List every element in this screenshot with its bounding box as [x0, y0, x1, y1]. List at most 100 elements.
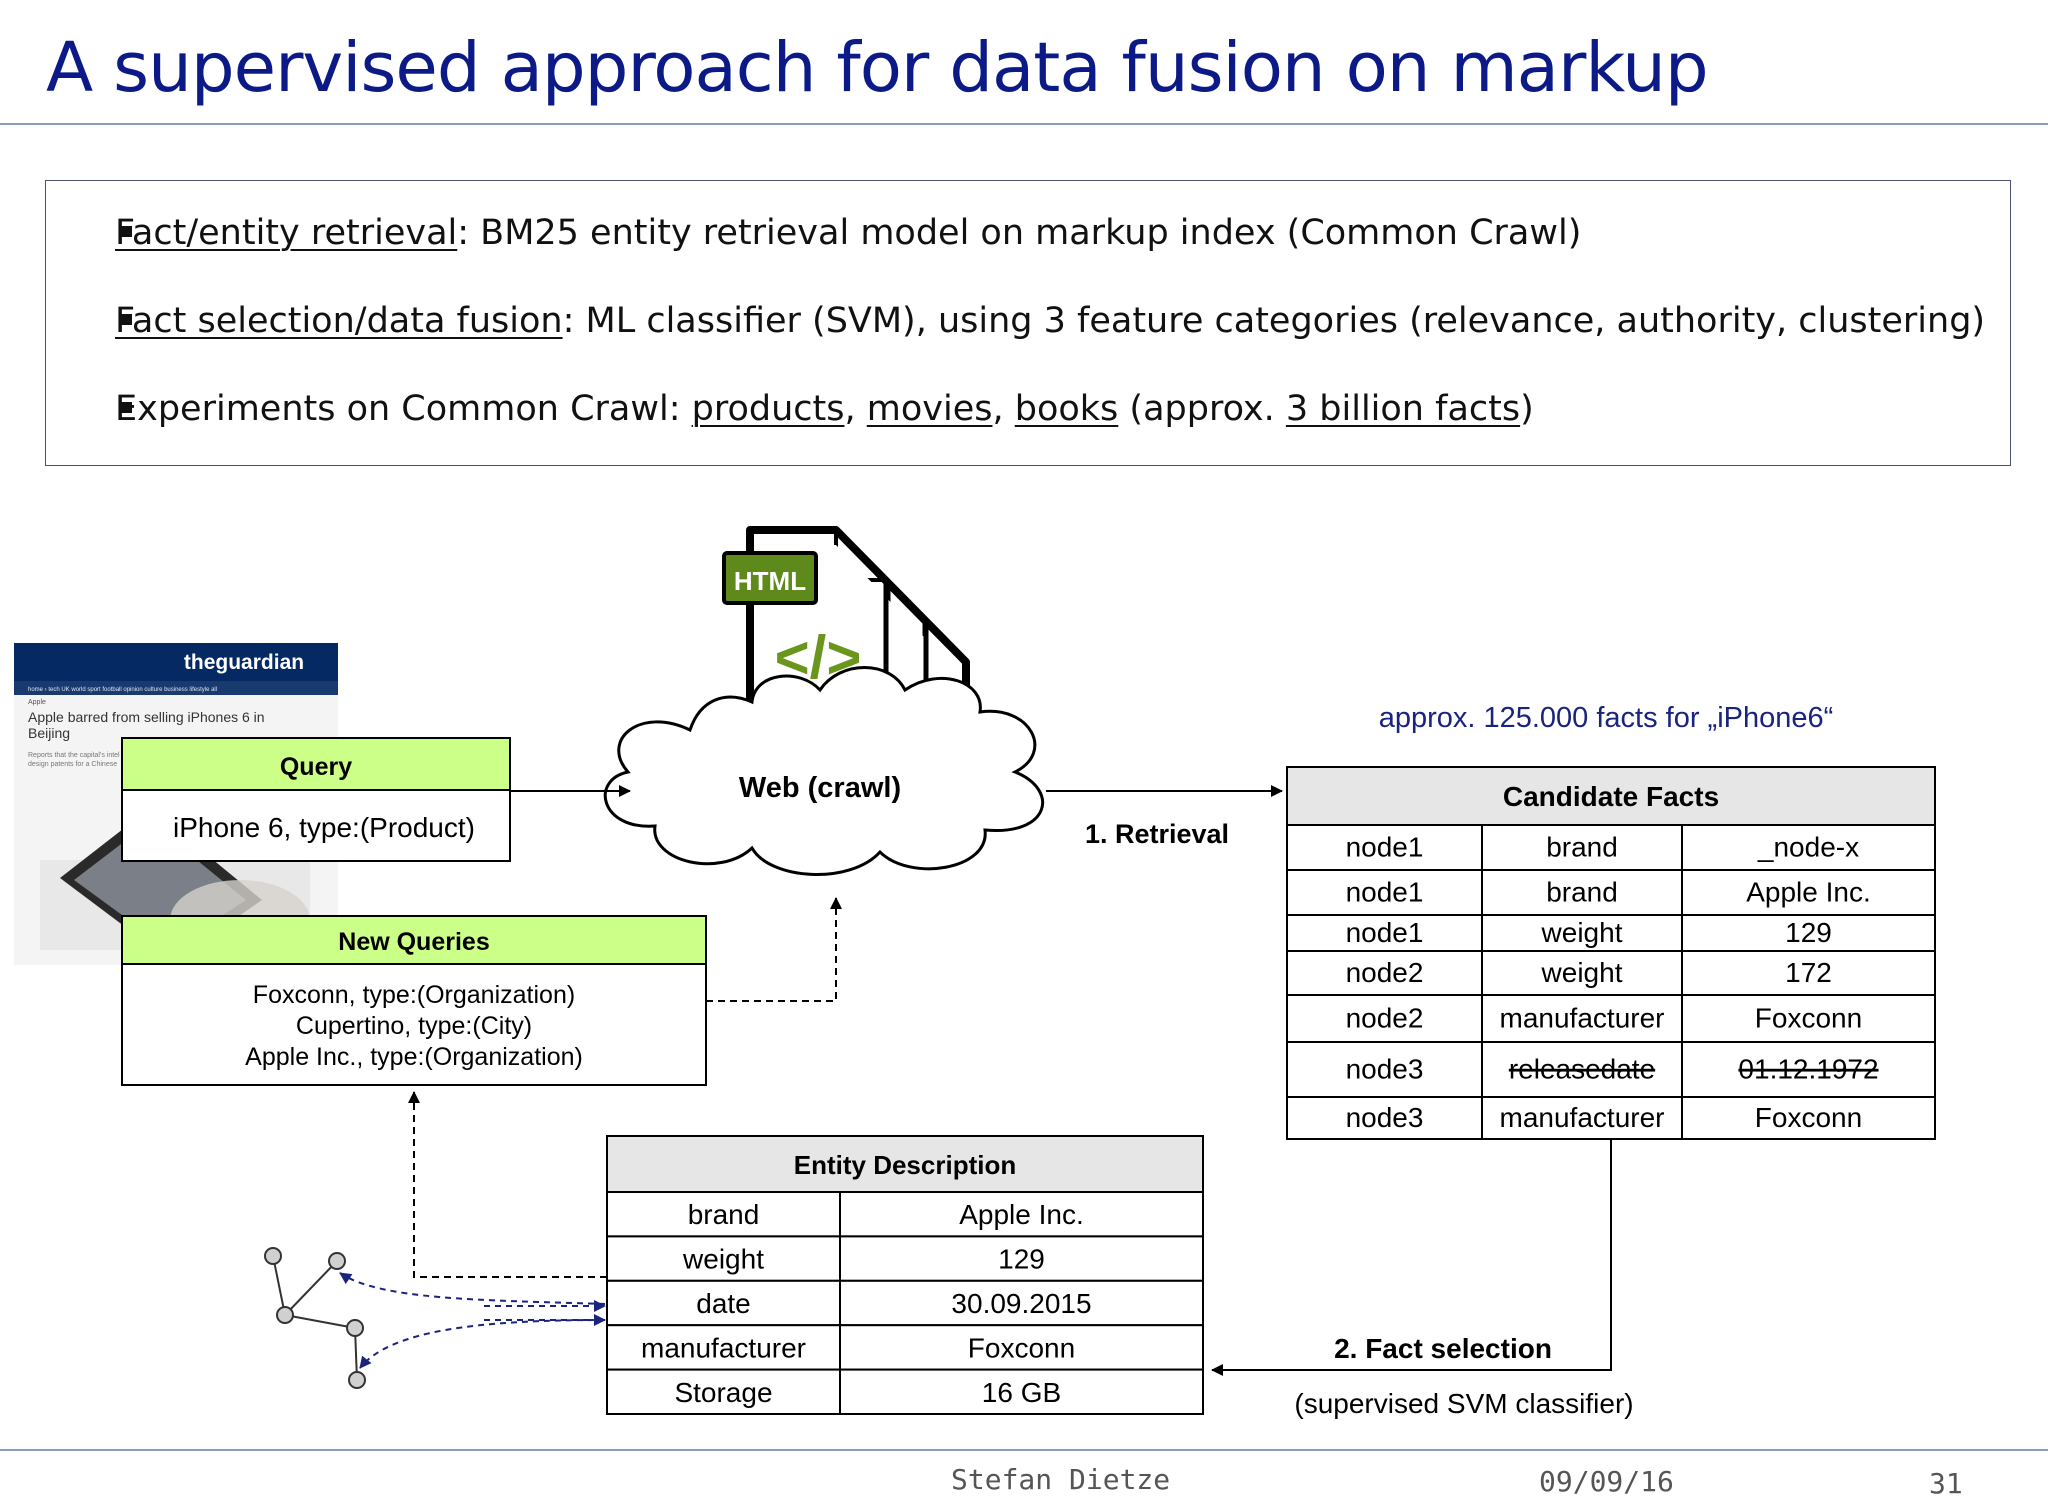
- row-bg: [1286, 1096, 1936, 1140]
- bullet-marker: [121, 226, 132, 237]
- bullet-term: Fact/entity retrieval: [115, 213, 458, 253]
- bullet-paren-close: ): [1520, 389, 1534, 429]
- footer-author: Stefan Dietze: [951, 1463, 1171, 1496]
- new-queries-box: New Queries Foxconn, type:(Organization)…: [121, 915, 707, 1086]
- link-books: books: [1014, 389, 1119, 429]
- row-bg: [1286, 950, 1936, 996]
- bullet-fusion: Fact selection/data fusion: ML classifie…: [115, 301, 1985, 341]
- fact-value: 129: [1785, 917, 1832, 948]
- fact-property: manufacturer: [1500, 1102, 1665, 1133]
- bullet-prefix: Experiments on Common Crawl:: [115, 389, 692, 429]
- retrieval-label: 1. Retrieval: [1085, 819, 1229, 849]
- entity-value: 30.09.2015: [951, 1288, 1091, 1319]
- fact-node: node3: [1346, 1054, 1424, 1085]
- fact-property: brand: [1546, 877, 1618, 908]
- entity-description-row: date 30.09.2015: [606, 1279, 1204, 1327]
- bullet-marker: [121, 314, 132, 325]
- entity-property: date: [696, 1288, 751, 1319]
- guardian-headline-1: Apple barred from selling iPhones 6 in: [28, 709, 265, 725]
- row-bg: [1286, 869, 1936, 916]
- entity-property: manufacturer: [641, 1332, 806, 1363]
- bullet-retrieval: Fact/entity retrieval: BM25 entity retri…: [115, 213, 1581, 253]
- entity-description-row: brand Apple Inc.: [606, 1191, 1204, 1238]
- slide-title: A supervised approach for data fusion on…: [46, 28, 1709, 108]
- row-bg: [1286, 994, 1936, 1043]
- entity-property: weight: [682, 1244, 764, 1275]
- entity-property: brand: [688, 1199, 760, 1230]
- entity-to-graph-link: [339, 1272, 606, 1305]
- web-crawl-cloud: Web (crawl): [603, 666, 1045, 876]
- footer-date: 09/09/16: [1539, 1465, 1674, 1498]
- query-header: Query: [280, 753, 352, 781]
- footer-divider: [0, 1449, 2048, 1451]
- cloud-label: Web (crawl): [739, 772, 901, 804]
- bullet-paren-open: (approx.: [1118, 389, 1286, 429]
- query-value: iPhone 6, type:(Product): [173, 812, 475, 843]
- facts-count-note: approx. 125.000 facts for „iPhone6“: [1379, 702, 1834, 734]
- bullet-marker: [121, 402, 132, 413]
- fact-node: node3: [1346, 1102, 1424, 1133]
- entity-description-table: Entity Description brand Apple Inc. weight…: [606, 1135, 1204, 1415]
- fact-node: node2: [1346, 957, 1424, 988]
- row-bg: [1286, 1041, 1936, 1098]
- bullet-text: : BM25 entity retrieval model on markup …: [457, 213, 1582, 253]
- entity-value: Apple Inc.: [959, 1199, 1084, 1230]
- title-divider: [0, 123, 2048, 125]
- candidate-fact-row: node2 manufacturer Foxconn: [1286, 994, 1936, 1043]
- entity-description-row: manufacturer Foxconn: [606, 1324, 1204, 1371]
- fact-property: manufacturer: [1500, 1003, 1665, 1034]
- row-bg: [606, 1324, 1204, 1371]
- entity-value: Foxconn: [968, 1332, 1075, 1363]
- fact-value: 172: [1785, 957, 1832, 988]
- fact-node: node1: [1346, 877, 1424, 908]
- guardian-snippet-2: design patents for a Chinese: [28, 761, 117, 768]
- guardian-headline-2: Beijing: [28, 725, 70, 741]
- bullet-text: : ML classifier (SVM), using 3 feature c…: [562, 301, 1986, 341]
- entity-to-graph-link: [359, 1319, 606, 1369]
- new-queries-header: New Queries: [338, 928, 489, 956]
- fact-node: node1: [1346, 917, 1424, 948]
- fact-property: weight: [1541, 917, 1623, 948]
- bullet-term: Fact selection/data fusion: [115, 301, 563, 341]
- fact-selection-label: 2. Fact selection: [1334, 1333, 1552, 1364]
- fact-property: releasedate: [1509, 1054, 1655, 1085]
- html-badge-label: HTML: [734, 566, 806, 596]
- candidate-fact-row: node3 manufacturer Foxconn: [1286, 1096, 1936, 1140]
- row-bg: [606, 1279, 1204, 1327]
- row-bg: [1286, 824, 1936, 871]
- candidate-fact-row: node1 weight 129: [1286, 914, 1936, 952]
- fact-value: Apple Inc.: [1746, 877, 1871, 908]
- fact-value: Foxconn: [1755, 1102, 1862, 1133]
- link-billion-facts: 3 billion facts: [1285, 389, 1521, 429]
- guardian-nav: home › tech UK world sport football opin…: [28, 687, 217, 693]
- link-products: products: [691, 389, 845, 429]
- candidate-facts-header: Candidate Facts: [1503, 781, 1719, 812]
- guardian-snippet-1: Reports that the capital's intel: [28, 752, 120, 759]
- entity-description-header: Entity Description: [794, 1150, 1016, 1180]
- fact-node: node2: [1346, 1003, 1424, 1034]
- row-bg: [606, 1191, 1204, 1238]
- bullet-box: Fact/entity retrieval: BM25 entity retri…: [45, 180, 2011, 466]
- guardian-kicker: Apple: [28, 699, 46, 706]
- entity-property: Storage: [674, 1377, 772, 1408]
- fact-selection-sub: (supervised SVM classifier): [1294, 1388, 1633, 1419]
- candidate-fact-row: node1 brand Apple Inc.: [1286, 869, 1936, 916]
- link-movies: movies: [866, 389, 993, 429]
- new-query-line: Cupertino, type:(City): [296, 1012, 532, 1040]
- new-query-line: Apple Inc., type:(Organization): [245, 1043, 583, 1071]
- query-box: Query iPhone 6, type:(Product): [121, 737, 511, 862]
- guardian-logo: theguardian: [184, 651, 304, 674]
- bullet-experiments: Experiments on Common Crawl: products, m…: [115, 389, 1534, 429]
- fact-node: node1: [1346, 832, 1424, 863]
- knowledge-graph-icon: [264, 1247, 366, 1389]
- fact-property: brand: [1546, 832, 1618, 863]
- fact-value: Foxconn: [1755, 1003, 1862, 1034]
- row-bg: [606, 1368, 1204, 1415]
